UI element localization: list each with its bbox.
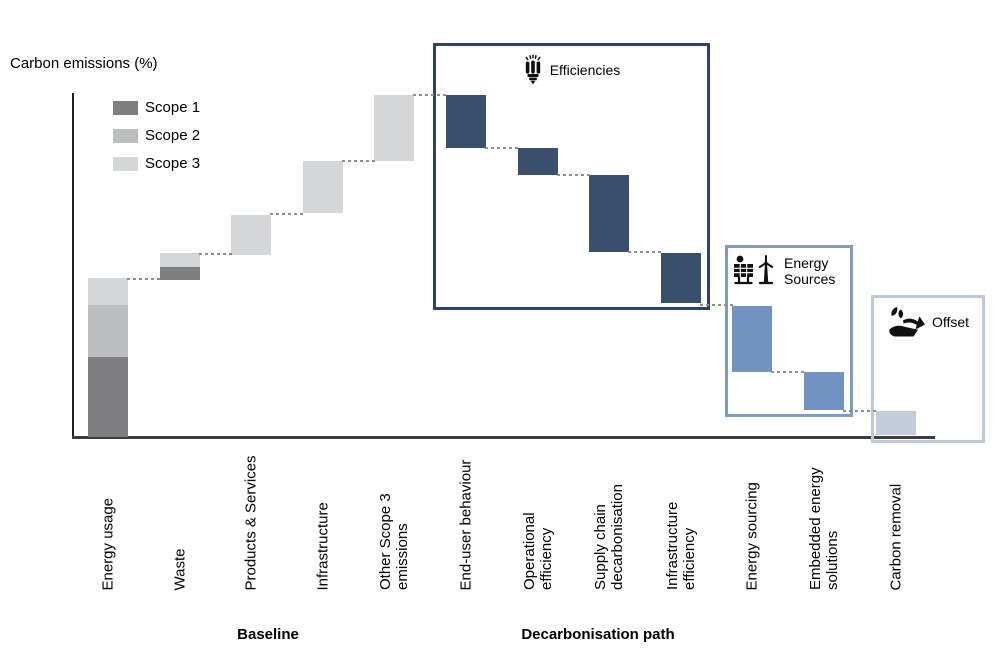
x-label-infrastructure-efficiency: Infrastructure efficiency [663, 501, 698, 590]
bar-end-user-behaviour [446, 95, 486, 148]
x-label-products-services: Products & Services [242, 454, 260, 590]
x-label-energy-usage: Energy usage [99, 497, 117, 590]
offset-box: Offset [871, 295, 985, 443]
bar-carbon-removal [875, 411, 916, 435]
offset-label: Offset [931, 314, 970, 330]
connector-embedded-energy-solutions-to-carbon-removal [843, 409, 877, 412]
connector-infrastructure-to-other-scope-3-emissions [341, 160, 376, 162]
connector-energy-sourcing-to-embedded-energy-solutions [771, 371, 805, 374]
bar-waste-scope-3 [159, 253, 200, 268]
hand-leaf-icon [887, 306, 925, 338]
x-label-waste: Waste [171, 548, 189, 590]
energy-sources-label: Energy Sources [784, 255, 836, 287]
solar-wind-icon [733, 254, 777, 288]
legend-swatch-1 [113, 100, 138, 115]
efficiencies-label: Efficiencies [549, 61, 621, 78]
legend-item-scope-1: Scope 1 [113, 99, 200, 116]
bar-infrastructure [302, 161, 343, 213]
x-label-end-user-behaviour: End-user behaviour [457, 459, 475, 590]
legend-swatch-2 [113, 128, 138, 143]
x-label-embedded-energy-solutions: Embedded energy solutions [807, 467, 841, 590]
connector-products-services-to-infrastructure [270, 213, 304, 216]
cfl-bulb-icon [523, 54, 543, 85]
y-axis-line [72, 93, 74, 438]
bar-energy-usage-scope-3 [88, 277, 128, 305]
legend-item-scope-2: Scope 2 [113, 127, 200, 144]
connector-infrastructure-efficiency-to-energy-sourcing [699, 303, 734, 306]
efficiencies-header: Efficiencies [436, 46, 707, 85]
legend-label-scope-3: Scope 3 [145, 155, 201, 172]
legend: Scope 1 Scope 2 Scope 3 [113, 99, 200, 172]
bar-energy-sourcing [732, 306, 773, 372]
energy-sources-header: Energy Sources [728, 248, 850, 288]
x-axis-line [72, 436, 935, 439]
group-label-decarbonisation-path: Decarbonisation path [521, 626, 675, 643]
bar-other-scope-3-emissions [374, 95, 415, 161]
connector-operational-efficiency-to-supply-chain-decarbonisation [556, 174, 591, 177]
bar-infrastructure-efficiency [660, 253, 701, 303]
energy-sources-box: Energy Sources [725, 245, 853, 417]
connector-end-user-behaviour-to-operational-efficiency [485, 147, 519, 149]
y-axis-title: Carbon emissions (%) [10, 55, 158, 72]
legend-item-scope-3: Scope 3 [113, 155, 200, 172]
connector-supply-chain-decarbonisation-to-infrastructure-efficiency [628, 251, 662, 254]
x-label-operational-efficiency: Operational efficiency [520, 512, 555, 590]
bar-energy-usage-scope-2 [88, 304, 128, 357]
x-label-other-scope-3-emissions: Other Scope 3 emissions [377, 493, 412, 590]
x-label-energy-sourcing: Energy sourcing [743, 481, 761, 590]
connector-other-scope-3-emissions-to-end-user-behaviour [413, 94, 447, 96]
x-label-carbon-removal: Carbon removal [887, 483, 905, 590]
group-label-baseline: Baseline [237, 626, 299, 643]
legend-swatch-3 [113, 156, 138, 171]
bar-embedded-energy-solutions [804, 372, 844, 410]
bar-waste-scope-1 [159, 267, 200, 280]
bar-supply-chain-decarbonisation [589, 175, 630, 252]
connector-waste-to-products-services [198, 253, 233, 256]
efficiencies-box: Efficiencies [433, 43, 710, 310]
bar-products-services [231, 215, 272, 256]
x-label-infrastructure: Infrastructure [314, 501, 332, 590]
legend-label-scope-2: Scope 2 [145, 127, 201, 144]
bar-operational-efficiency [517, 148, 558, 176]
connector-energy-usage-to-waste [127, 277, 161, 280]
x-label-supply-chain-decarbonisation: Supply chain decarbonisation [592, 484, 627, 590]
bar-energy-usage-scope-1 [88, 356, 128, 437]
offset-header: Offset [874, 298, 982, 338]
legend-label-scope-1: Scope 1 [145, 99, 201, 116]
